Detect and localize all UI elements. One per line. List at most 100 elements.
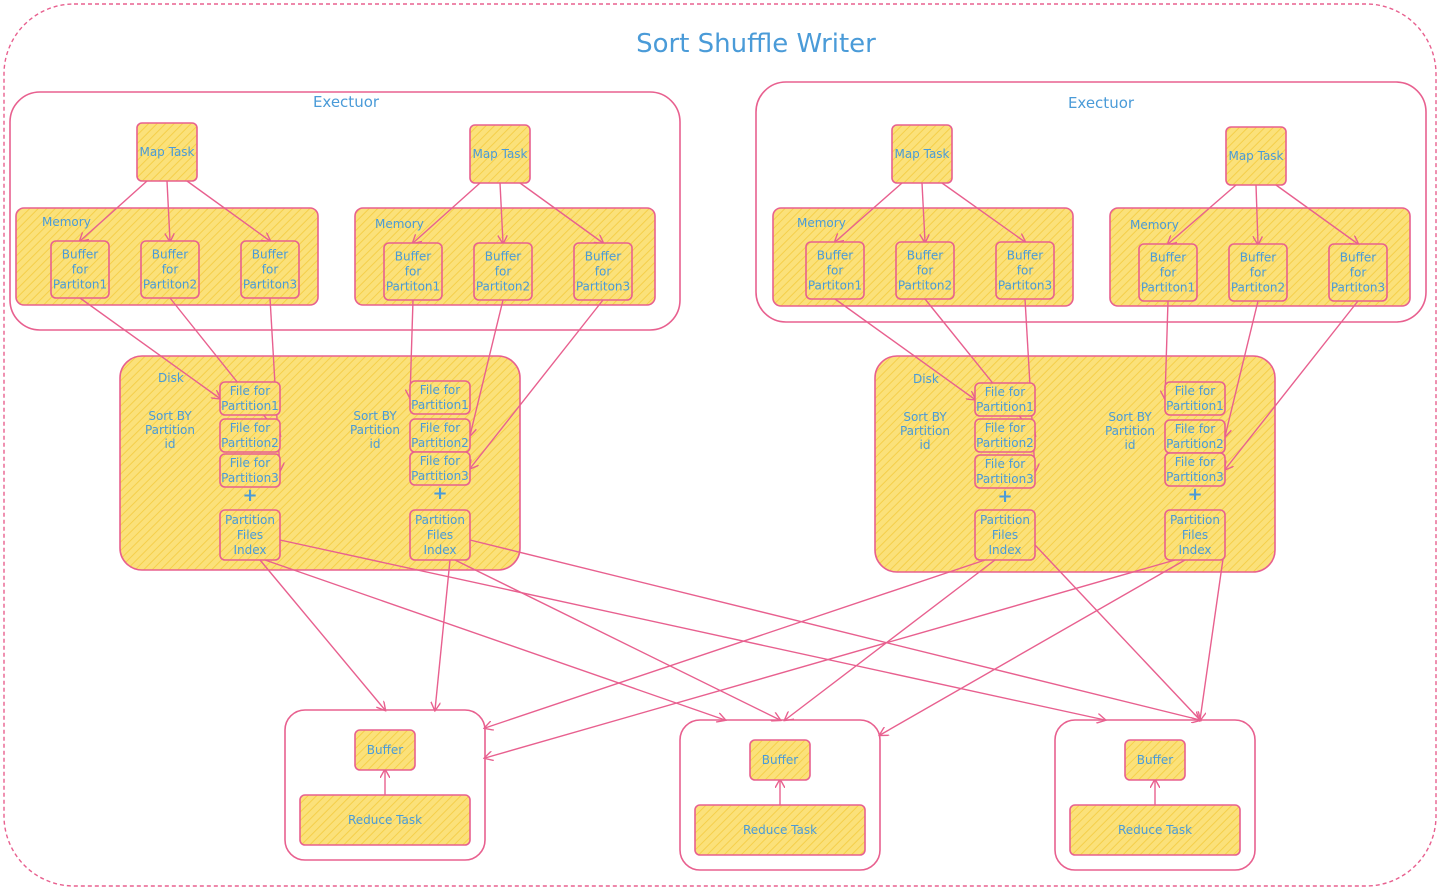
arrow-map-4-buf-1 (1168, 184, 1237, 244)
buffer-2-2-rect (473, 242, 533, 301)
map-task-1: Map Task (136, 122, 198, 182)
disk-label-right: Disk (913, 372, 939, 386)
arrow-map-2-buf-1 (413, 182, 481, 243)
arrow-index-2-r3 (469, 539, 1200, 720)
buffer-1-3-rect (240, 240, 300, 299)
buffer-1-2-rect (140, 240, 200, 299)
map-task-2-rect (469, 124, 531, 184)
buffer-3-3-rect (995, 241, 1055, 300)
arrow-map-3-buf-1 (835, 182, 903, 242)
diagram-title: Sort Shuffle Writer (636, 29, 876, 59)
buffer-3-2-rect (895, 241, 955, 300)
reduce-task-1-rect (299, 794, 471, 846)
arrow-map-1-buf-1 (80, 180, 148, 241)
reduce-task-2-rect (694, 804, 866, 856)
reduce-buffer-3-rect (1124, 739, 1186, 781)
reduce-buffer-2-rect (749, 739, 811, 781)
executor-label-right: Exectuor (1068, 94, 1135, 112)
reduce-task-3-rect (1069, 804, 1241, 856)
reduce-buffer-1: Buffer (354, 729, 416, 771)
map-task-4-rect (1225, 126, 1287, 186)
arrow-index-4-r3 (1200, 544, 1226, 720)
arrow-map-3-buf-3 (941, 182, 1025, 242)
arrow-map-3-buf-2 (922, 182, 925, 242)
buffer-1-1-rect (50, 240, 110, 299)
arrow-buf-2-1-file (410, 299, 413, 398)
arrow-index-3-r1 (485, 559, 986, 728)
memory-blocks: Memory Memory Memory Memory (15, 207, 1411, 307)
file-3-1-rect (974, 382, 1036, 417)
index-box-3-rect (974, 509, 1036, 561)
disk-label-left: Disk (158, 371, 184, 385)
arrow-buf-2-3-file (470, 299, 604, 469)
arrow-map-2-buf-3 (519, 182, 603, 243)
reduce-task-3: Reduce Task (1069, 804, 1241, 856)
map-task-1-rect (136, 122, 198, 182)
arrow-map-2-buf-2 (500, 182, 503, 243)
map-task-2: Map Task (469, 124, 531, 184)
map-task-4: Map Task (1225, 126, 1287, 186)
arrow-buf-4-1-file (1165, 300, 1168, 399)
arrow-buf-1-1-file (79, 297, 220, 399)
arrow-buf-2-2-file (470, 299, 504, 436)
outer-frame (3, 3, 1437, 887)
reduce-buffer-2-label: Buffer (762, 753, 798, 767)
memory-label-2: Memory (375, 217, 424, 231)
reduce-buffer-1-label: Buffer (367, 743, 403, 757)
executor-label-left: Exectuor (313, 93, 380, 111)
buffer-2-1-rect (383, 242, 443, 301)
plus-sign-2: + (432, 483, 447, 504)
arrow-index-4-r2 (880, 559, 1186, 735)
map-task-1-label: Map Task (139, 145, 194, 159)
arrow-index-1-r2 (264, 559, 725, 720)
file-2-3-rect (409, 451, 471, 486)
index-box-4-rect (1164, 509, 1226, 561)
arrow-index-2-r2 (454, 559, 780, 720)
executor-frame-right (755, 81, 1427, 323)
map-task-3-label: Map Task (894, 147, 949, 161)
map-task-2-label: Map Task (472, 147, 527, 161)
memory-label-3: Memory (797, 216, 846, 230)
reduce-task-3-label: Reduce Task (1118, 823, 1192, 837)
index-box-1-rect (219, 509, 281, 561)
disk-blocks: Disk Disk (119, 355, 1276, 573)
file-3-2-rect (974, 418, 1036, 453)
